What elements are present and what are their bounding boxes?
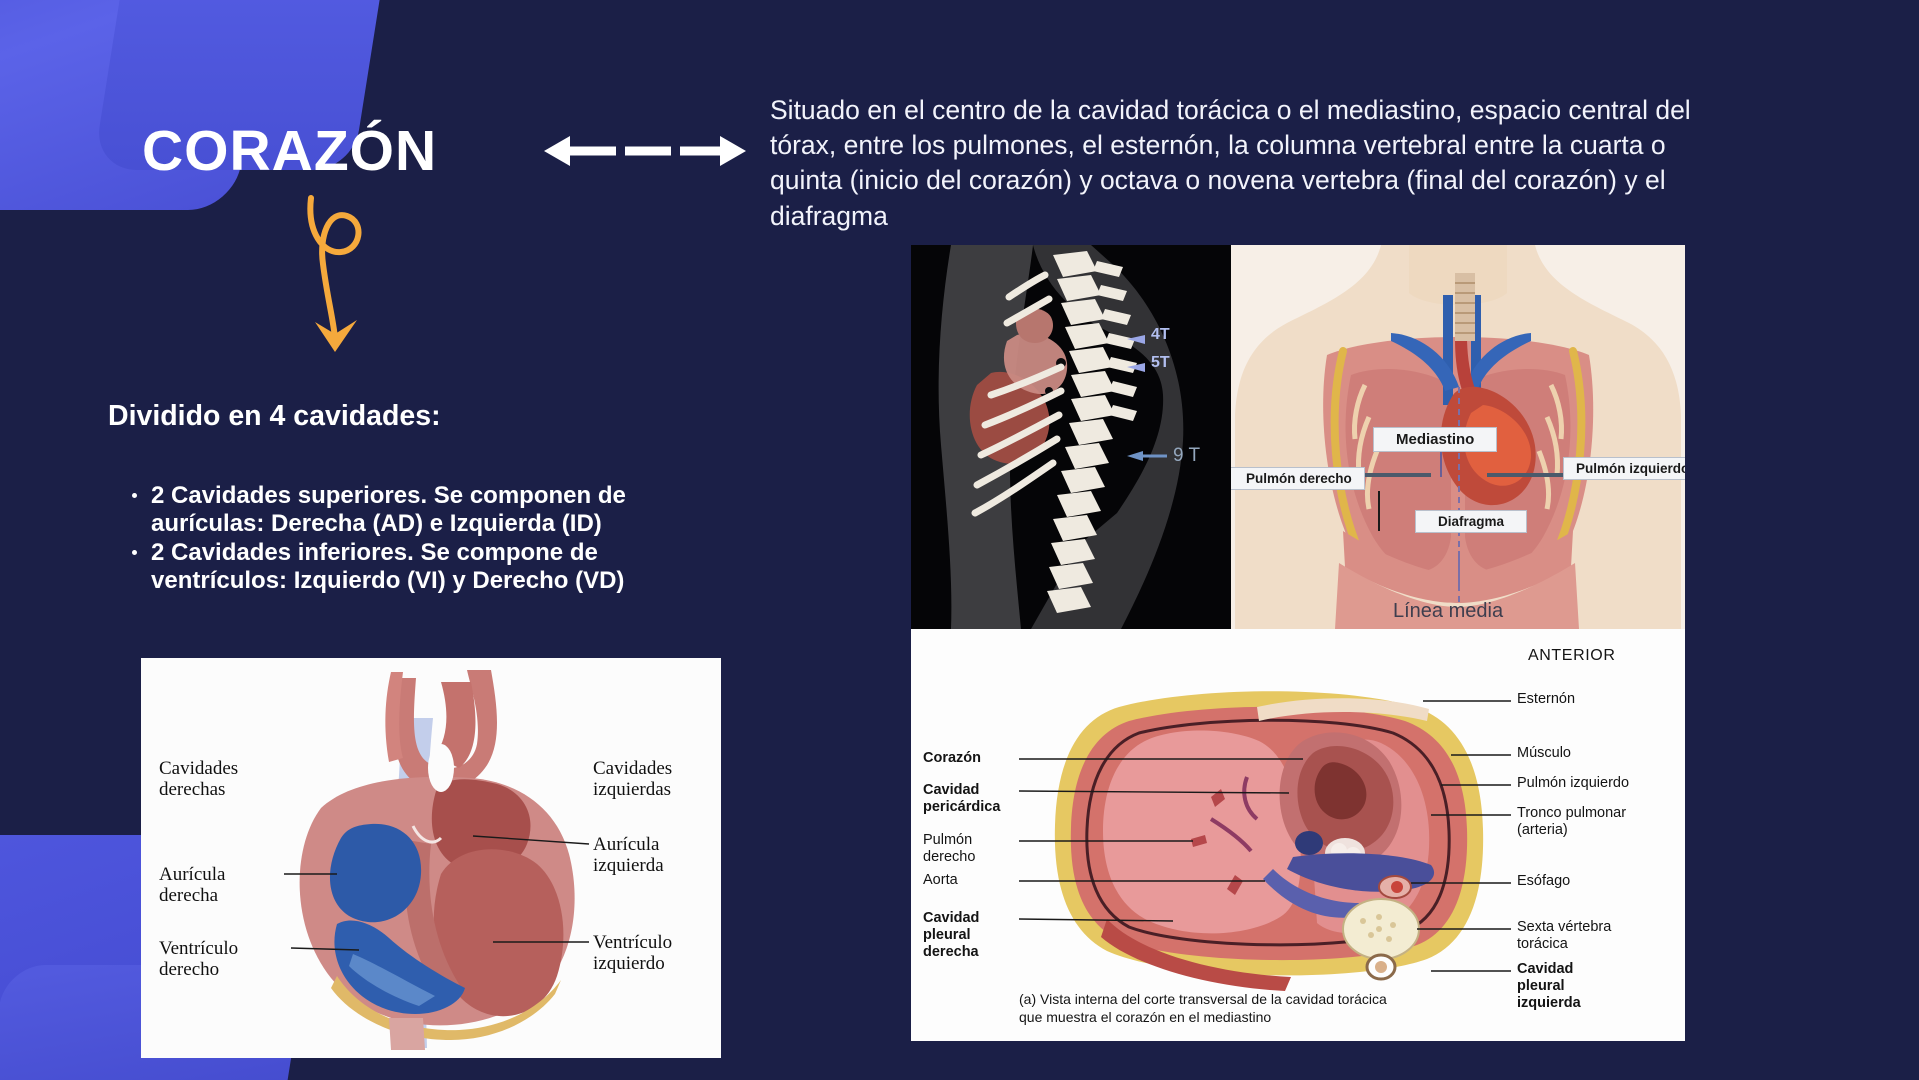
- curly-down-arrow-icon: [285, 192, 395, 372]
- slide-title: CORAZÓN: [142, 119, 438, 183]
- heart-label-ventriculo-izquierdo: Ventrículo izquierdo: [593, 932, 673, 975]
- list-item: 2 Cavidades superiores. Se componen de a…: [128, 482, 728, 538]
- cross-label-corazon: Corazón: [923, 750, 981, 766]
- sagittal-spine-figure: 4T 5T 9 T: [911, 245, 1231, 629]
- double-headed-dashed-arrow-icon: [540, 128, 750, 174]
- cross-label-sexta-vertebra: Sexta vértebra torácica: [1517, 919, 1612, 952]
- heart-label-auricula-derecha: Aurícula derecha: [159, 864, 226, 907]
- cross-label-aorta: Aorta: [923, 872, 958, 888]
- cavities-bullet-list: 2 Cavidades superiores. Se componen de a…: [128, 482, 728, 596]
- bullet-dot-icon: [132, 493, 137, 498]
- heart-label-cavidades-derechas: Cavidades derechas: [159, 758, 239, 801]
- list-item-label: 2 Cavidades inferiores. Se compone de ve…: [151, 539, 625, 595]
- thorax-anterior-figure: Mediastino Pulmón derecho Pulmón izquier…: [1231, 245, 1685, 629]
- cross-label-cavidad-pleural-izquierda: Cavidad pleural izquierda: [1517, 961, 1581, 1011]
- heart-label-auricula-izquierda: Aurícula izquierda: [593, 834, 664, 877]
- heart-label-cavidades-izquierdas: Cavidades izquierdas: [593, 758, 673, 801]
- list-item: 2 Cavidades inferiores. Se compone de ve…: [128, 539, 728, 595]
- thorax-label-linea-media: Línea media: [1393, 600, 1504, 622]
- cross-label-pulmon-izquierdo: Pulmón izquierdo: [1517, 775, 1630, 791]
- intro-paragraph: Situado en el centro de la cavidad torác…: [770, 95, 1691, 231]
- cross-label-cavidad-pleural-derecha: Cavidad pleural derecha: [923, 910, 980, 960]
- heart-cross-section-figure: Cavidades derechas Aurícula derecha Vent…: [141, 658, 721, 1058]
- thorax-label-mediastino: Mediastino: [1373, 427, 1498, 452]
- cross-label-esofago: Esófago: [1517, 873, 1571, 889]
- sagittal-label-9t: 9 T: [1173, 445, 1201, 466]
- cross-section-orientation-label: ANTERIOR: [1528, 647, 1616, 664]
- cross-label-musculo: Músculo: [1517, 745, 1571, 761]
- heart-label-ventriculo-derecho: Ventrículo derecho: [159, 938, 239, 981]
- cross-section-caption: (a) Vista interna del corte transversal …: [1019, 991, 1387, 1025]
- subheading: Dividido en 4 cavidades:: [108, 400, 441, 432]
- cross-label-cavidad-pericardica: Cavidad pericárdica: [923, 782, 1001, 815]
- thorax-label-pulmon-izquierdo: Pulmón izquierdo: [1563, 457, 1685, 480]
- cross-label-esternon: Esternón: [1517, 691, 1576, 707]
- sagittal-label-5t: 5T: [1151, 354, 1170, 371]
- thoracic-cross-section-figure: ANTERIOR Corazón Cavidad pericárdica Pul…: [911, 629, 1685, 1041]
- cross-label-pulmon-derecho: Pulmón derecho: [923, 832, 976, 865]
- sagittal-label-4t: 4T: [1151, 326, 1170, 343]
- thorax-label-pulmon-derecho: Pulmón derecho: [1231, 467, 1365, 490]
- cross-label-tronco-pulmonar: Tronco pulmonar (arteria): [1517, 805, 1627, 838]
- list-item-label: 2 Cavidades superiores. Se componen de a…: [151, 482, 626, 538]
- bullet-dot-icon: [132, 550, 137, 556]
- thorax-label-diafragma: Diafragma: [1415, 510, 1528, 533]
